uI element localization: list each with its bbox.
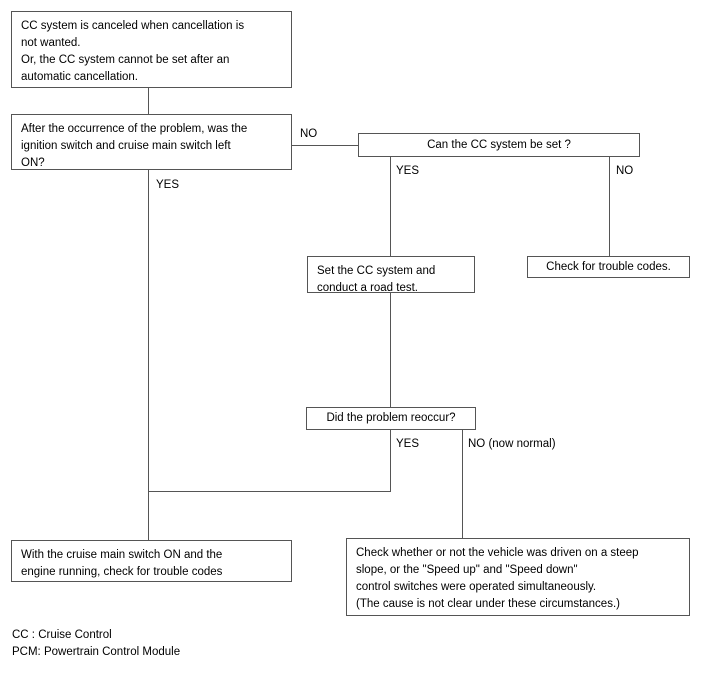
node-action-set-and-road-test: Set the CC system and conduct a road tes… [307,256,475,294]
edge-problem-to-ignition [148,88,149,114]
node-problem-statement: CC system is canceled when cancellation … [11,11,292,88]
edge-reoccur-yes-vertical [390,430,391,491]
node-action-check-steep-slope: Check whether or not the vehicle was dri… [346,538,690,616]
node-question-ignition: After the occurrence of the problem, was… [11,114,292,170]
edge-reoccur-no-to-steep-slope [462,430,463,538]
edge-ignition-no-to-can-set [292,145,358,146]
edge-reoccur-yes-horizontal [148,491,391,492]
edge-can-set-yes [390,157,391,256]
edge-label-reoccur-yes: YES [396,438,420,450]
edge-label-can-set-yes: YES [396,165,420,177]
node-question-reoccur: Did the problem reoccur? [306,407,476,430]
legend-pcm: PCM: Powertrain Control Module [12,646,181,658]
edge-label-ignition-yes: YES [156,179,180,191]
node-action-cruise-switch-on: With the cruise main switch ON and the e… [11,540,292,582]
legend-cc: CC : Cruise Control [12,629,112,641]
edge-label-can-set-no: NO [616,165,634,177]
node-question-can-set: Can the CC system be set ? [358,133,640,157]
edge-label-ignition-no: NO [300,128,318,140]
node-action-check-trouble-codes: Check for trouble codes. [527,256,690,278]
edge-label-reoccur-no: NO (now normal) [468,438,556,450]
edge-can-set-no [609,157,610,256]
edge-ignition-yes-trunk [148,170,149,540]
edge-road-test-to-reoccur [390,293,391,407]
